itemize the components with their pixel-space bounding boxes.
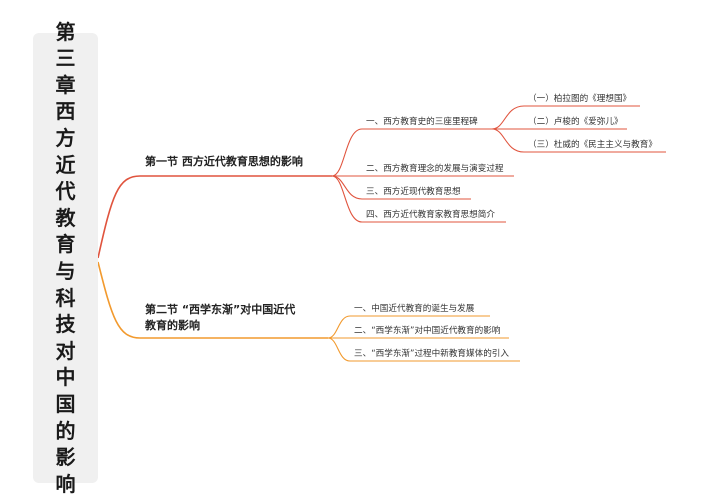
s2-topic-1: 一、中国近代教育的诞生与发展	[354, 304, 475, 314]
connector-s1-c1	[331, 128, 492, 177]
root-title-char: 育	[55, 232, 76, 257]
s1-topic-1-item-2: （二）卢梭的《爱弥儿》	[528, 117, 623, 127]
s1-topic-1-item-1: （一）柏拉图的《理想国》	[528, 94, 632, 104]
connector-s2-c1	[327, 315, 490, 339]
connector-s1-c1-g3	[491, 128, 666, 153]
root-title-char: 的	[55, 418, 76, 443]
section-2-title-line-1: 第二节 “西学东渐”对中国近代	[145, 303, 296, 316]
connector-root-section-1	[97, 175, 332, 259]
s1-topic-1-item-3: （三）杜威的《民主主义与教育》	[528, 140, 657, 150]
root-topic: 第三章西方近代教育与科技对中国的影响	[33, 20, 98, 496]
root-title-char: 对	[55, 338, 76, 363]
root-title-char: 代	[55, 179, 76, 204]
root-title-char: 西	[55, 99, 76, 124]
root-title-char: 技	[55, 312, 76, 337]
root-title-char: 第	[55, 19, 76, 44]
connector-s1-c1-g1	[491, 105, 640, 130]
s2-topic-3: 三、“西学东渐”过程中新教育媒体的引入	[354, 349, 509, 359]
connector-s2-c3	[327, 337, 520, 362]
root-title-char: 近	[55, 152, 76, 177]
section-1-title: 第一节 西方近代教育思想的影响	[145, 155, 303, 168]
root-title-char: 章	[55, 72, 76, 97]
root-title-char: 科	[55, 285, 76, 310]
root-title-char: 国	[55, 391, 76, 416]
s1-topic-1: 一、西方教育史的三座里程碑	[366, 117, 478, 127]
root-title-char: 响	[55, 471, 76, 496]
connector-root-section-2	[97, 261, 328, 339]
s2-topic-2: 二、“西学东渐”对中国近代教育的影响	[354, 326, 501, 336]
root-title-char: 中	[55, 365, 76, 390]
s1-topic-3: 三、西方近现代教育思想	[366, 187, 461, 197]
root-title-char: 教	[55, 205, 76, 230]
s1-topic-2: 二、西方教育理念的发展与演变过程	[366, 164, 504, 174]
root-title-char: 与	[55, 259, 76, 283]
section-2-title-line-2: 教育的影响	[145, 319, 200, 332]
s1-topic-4: 四、西方近代教育家教育思想简介	[366, 210, 495, 220]
root-title-char: 方	[55, 126, 76, 151]
root-title-char: 三	[55, 46, 76, 71]
connector-s1-c4	[331, 175, 506, 223]
root-title-char: 影	[55, 445, 76, 470]
